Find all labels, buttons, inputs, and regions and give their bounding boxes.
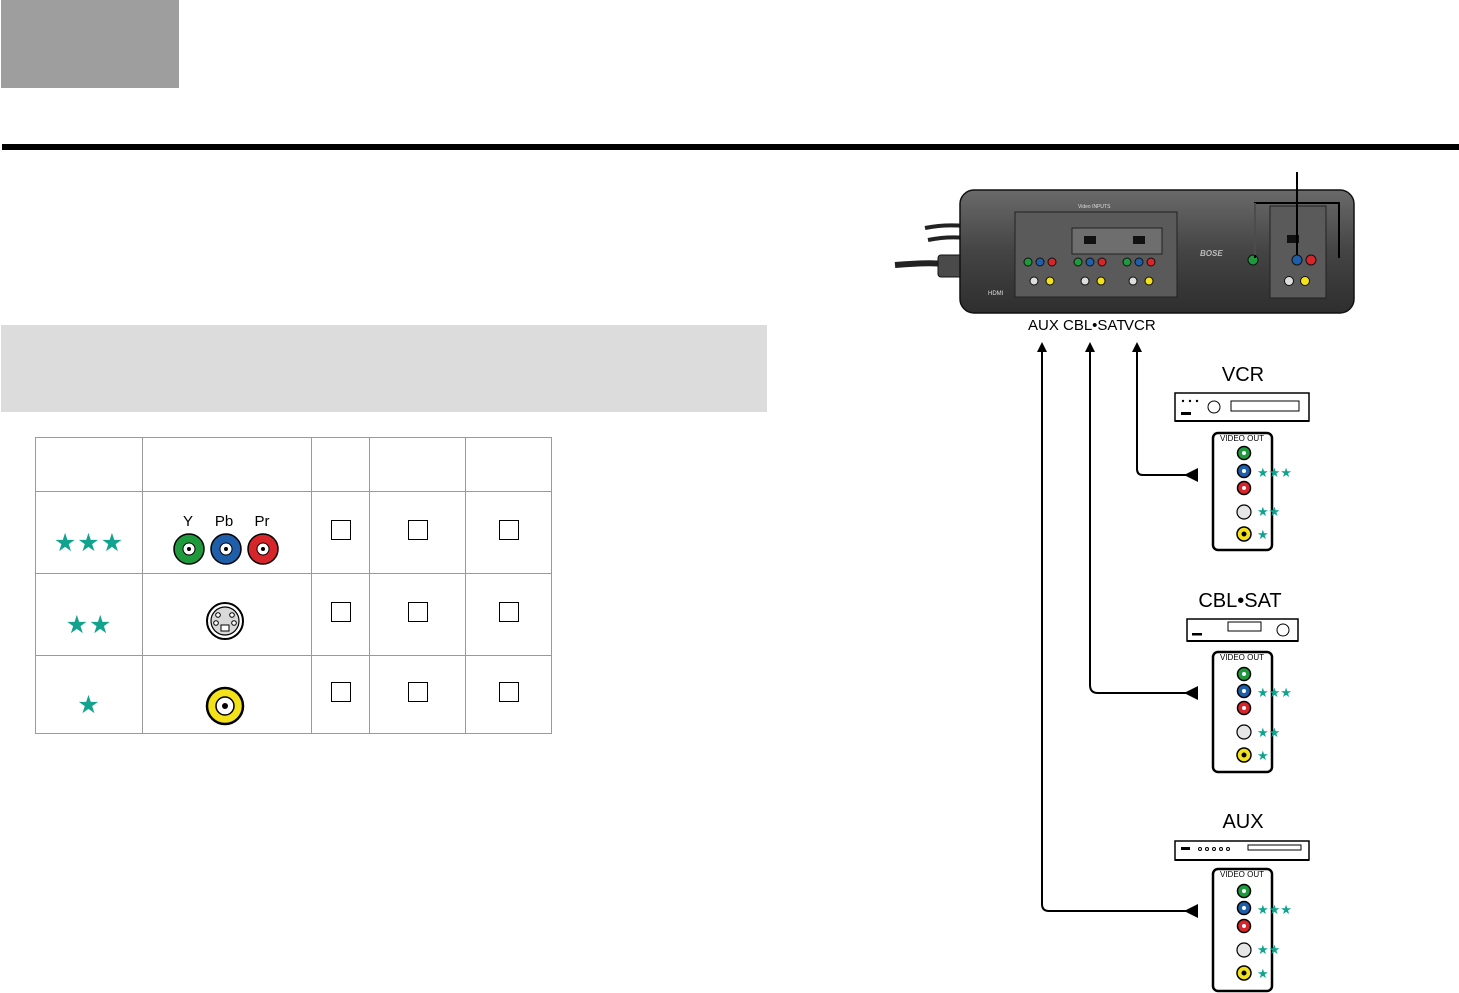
media-center-device: Video INPUTS BOSE HDMI	[959, 189, 1355, 314]
jack-label-pr: Pr	[255, 513, 270, 530]
cbl-sat-source: CBL•SAT VIDEO OUT ★★★ ★★ ★	[1186, 590, 1299, 774]
aux-source: AUX VIDEO OUT ★★★ ★★ ★	[1174, 811, 1310, 993]
input-label-cbl-sat: CBL•SAT	[1063, 317, 1126, 334]
power-cables	[894, 223, 967, 278]
checkbox[interactable]	[407, 520, 428, 540]
rating-stars: ★	[1257, 749, 1269, 764]
connection-rating-table: ★★★ Y Pb Pr ★★	[35, 437, 552, 734]
table-row: ★	[35, 655, 552, 734]
blue-jack-icon	[210, 533, 242, 565]
device-jack-group	[1023, 257, 1156, 286]
rating-stars: ★★★	[1257, 466, 1292, 481]
rating-stars: ★	[77, 689, 101, 719]
connector-cell	[142, 573, 312, 656]
video-out-label: VIDEO OUT	[1220, 434, 1264, 443]
dvd-player-icon	[1174, 840, 1310, 861]
checkbox-cell[interactable]	[369, 655, 466, 734]
input-label-aux: AUX	[1028, 317, 1059, 334]
rating-stars: ★★	[1257, 505, 1280, 520]
checkbox-cell[interactable]	[465, 491, 552, 574]
table-header	[35, 437, 143, 492]
video-out-label: VIDEO OUT	[1220, 653, 1264, 662]
bose-logo: BOSE	[1200, 249, 1223, 258]
cbl-sat-title: CBL•SAT	[1198, 590, 1281, 612]
checkbox-cell[interactable]	[465, 573, 552, 656]
table-row: ★★★ Y Pb Pr	[35, 491, 552, 574]
hdmi-label: HDMI	[988, 291, 1004, 297]
connector-cell	[142, 655, 312, 734]
vcr-title: VCR	[1222, 364, 1264, 386]
cable-box-icon	[1186, 618, 1299, 642]
component-jacks-icon: Y Pb Pr	[173, 513, 279, 565]
table-header	[311, 437, 370, 492]
checkbox-cell[interactable]	[465, 655, 552, 734]
checkbox-cell[interactable]	[311, 491, 370, 574]
connector-cell: Y Pb Pr	[142, 491, 312, 574]
checkbox[interactable]	[407, 602, 428, 622]
checkbox[interactable]	[498, 602, 519, 622]
note-bar	[1, 325, 767, 412]
checkbox[interactable]	[330, 682, 351, 702]
component-bracket	[1254, 172, 1340, 258]
jack-label-pb: Pb	[215, 513, 233, 530]
aux-title: AUX	[1222, 811, 1263, 833]
checkbox[interactable]	[498, 520, 519, 540]
checkbox[interactable]	[498, 682, 519, 702]
header-rule	[2, 144, 1459, 150]
composite-jack-icon	[205, 686, 245, 726]
input-label-vcr: VCR	[1124, 317, 1156, 334]
video-inputs-label: Video INPUTS	[1078, 204, 1111, 210]
checkbox[interactable]	[330, 602, 351, 622]
rating-stars: ★	[1257, 528, 1269, 543]
rating-stars: ★★★	[53, 527, 125, 557]
table-header-row	[35, 437, 552, 492]
video-out-label: VIDEO OUT	[1220, 870, 1264, 879]
checkbox-cell[interactable]	[311, 655, 370, 734]
connection-arrows	[1037, 342, 1198, 918]
rating-stars: ★★	[1257, 726, 1280, 741]
rating-stars: ★★	[1257, 943, 1280, 958]
rating-stars: ★★★	[1257, 903, 1292, 918]
jack-label-y: Y	[183, 513, 193, 530]
red-jack-icon	[247, 533, 279, 565]
checkbox[interactable]	[407, 682, 428, 702]
vcr-device-icon	[1174, 392, 1310, 422]
rating-stars: ★	[1257, 967, 1269, 982]
rating-cell: ★	[35, 655, 143, 734]
checkbox-cell[interactable]	[311, 573, 370, 656]
vcr-source: VCR VIDEO OUT ★★★ ★★ ★	[1174, 364, 1310, 552]
rating-stars: ★★	[65, 609, 113, 639]
green-jack-icon	[173, 533, 205, 565]
table-row: ★★	[35, 573, 552, 656]
section-tab	[1, 0, 179, 88]
rating-stars: ★★★	[1257, 686, 1292, 701]
s-video-jack-icon	[206, 602, 244, 640]
checkbox[interactable]	[330, 520, 351, 540]
